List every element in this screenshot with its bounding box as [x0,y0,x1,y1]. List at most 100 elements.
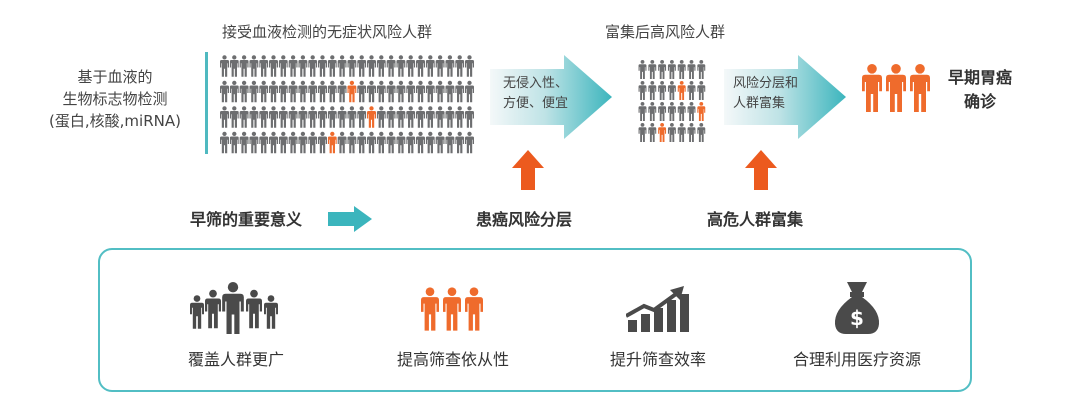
stratification-arrow-text: 风险分层和 人群富集 [733,74,798,114]
person-icon [249,106,259,128]
group2-title: 富集后高风险人群 [605,23,726,41]
person-icon [327,106,337,128]
person-icon [425,80,435,103]
person-icon [658,81,667,100]
person-icon [249,80,259,103]
person-icon [445,55,455,77]
person-icon [278,106,288,128]
enriched-crowd-grid [638,60,706,142]
person-icon [667,60,676,79]
person-icon [298,55,308,77]
person-icon [318,80,327,103]
person-icon [677,60,686,79]
person-icon [347,55,357,77]
person-icon [337,106,347,128]
person-icon [435,55,445,77]
benefits-panel [98,248,972,392]
person-icon [667,81,676,100]
person-icon [249,131,259,154]
risk-stratification-label: 患癌风险分层 [476,210,573,229]
person-icon [259,80,269,103]
person-icon [298,131,308,154]
person-icon [239,131,249,154]
person-icon [376,55,386,77]
person-icon [425,55,435,77]
arrow1-line-2: 方便、便宜 [503,96,569,111]
person-icon [465,106,474,128]
person-icon [465,131,474,154]
person-icon [239,106,249,128]
person-icon [298,106,308,128]
noninvasive-arrow [490,55,612,139]
stratification-arrow [724,55,846,139]
orange-people-icon [421,287,483,331]
person-icon [697,60,706,79]
highlighted-person-icon [697,102,706,121]
person-icon [308,80,318,103]
person-icon [357,131,367,154]
person-icon [367,55,376,77]
person-icon [687,81,696,100]
person-icon [445,131,455,154]
diagnosis-line-2: 确诊 [964,92,997,111]
person-icon [259,55,269,77]
person-icon [455,55,465,77]
person-icon [658,102,667,121]
person-icon [406,55,416,77]
person-icon [687,60,696,79]
group1-title: 接受血液检测的无症状风险人群 [222,23,433,41]
person-icon [396,55,406,77]
benefit-resources-label: 合理利用医疗资源 [792,350,921,369]
person-icon [376,80,386,103]
person-icon [376,131,386,154]
teal-divider [205,52,208,154]
person-icon [667,102,676,121]
person-icon [220,80,229,103]
highlighted-person-icon [658,123,667,142]
person-icon [269,80,278,103]
person-icon [327,80,337,103]
person-icon [278,131,288,154]
person-icon [337,55,347,77]
person-icon [445,80,455,103]
significance-label: 早筛的重要意义 [190,210,303,229]
person-icon [406,131,416,154]
early-diagnosis-label: 早期胃癌 确诊 [948,66,1012,114]
person-icon [386,106,396,128]
person-icon [435,106,445,128]
person-icon [396,106,406,128]
person-icon [465,80,474,103]
person-icon [269,131,278,154]
diagnosis-line-1: 早期胃癌 [948,68,1013,87]
person-icon [445,106,455,128]
person-icon [347,106,357,128]
person-icon [455,131,465,154]
benefit-efficiency-label: 提升筛查效率 [609,350,706,369]
person-icon [697,123,706,142]
person-icon [308,106,318,128]
person-icon [638,123,647,142]
person-icon [455,106,465,128]
person-icon [318,131,327,154]
person-icon [229,55,239,77]
up-arrow-stratify [512,150,544,190]
growth-chart-icon [626,286,689,332]
benefit-coverage-label: 覆盖人群更广 [187,350,284,369]
biomarker-line-1: 基于血液的 [77,68,153,86]
person-icon [638,102,647,121]
arrow1-line-1: 无侵入性、 [503,76,569,91]
person-icon [455,80,465,103]
highlighted-person-icon [367,106,376,128]
person-icon [376,106,386,128]
person-icon [288,80,298,103]
person-icon [239,55,249,77]
arrow2-line-1: 风险分层和 [733,76,799,91]
noninvasive-arrow-text: 无侵入性、 方便、便宜 [503,74,568,114]
person-icon [435,80,445,103]
person-icon [269,106,278,128]
person-icon [416,80,425,103]
person-icon [347,131,357,154]
person-icon [318,55,327,77]
biomarker-line-2: 生物标志物检测 [62,90,168,108]
person-icon [288,106,298,128]
